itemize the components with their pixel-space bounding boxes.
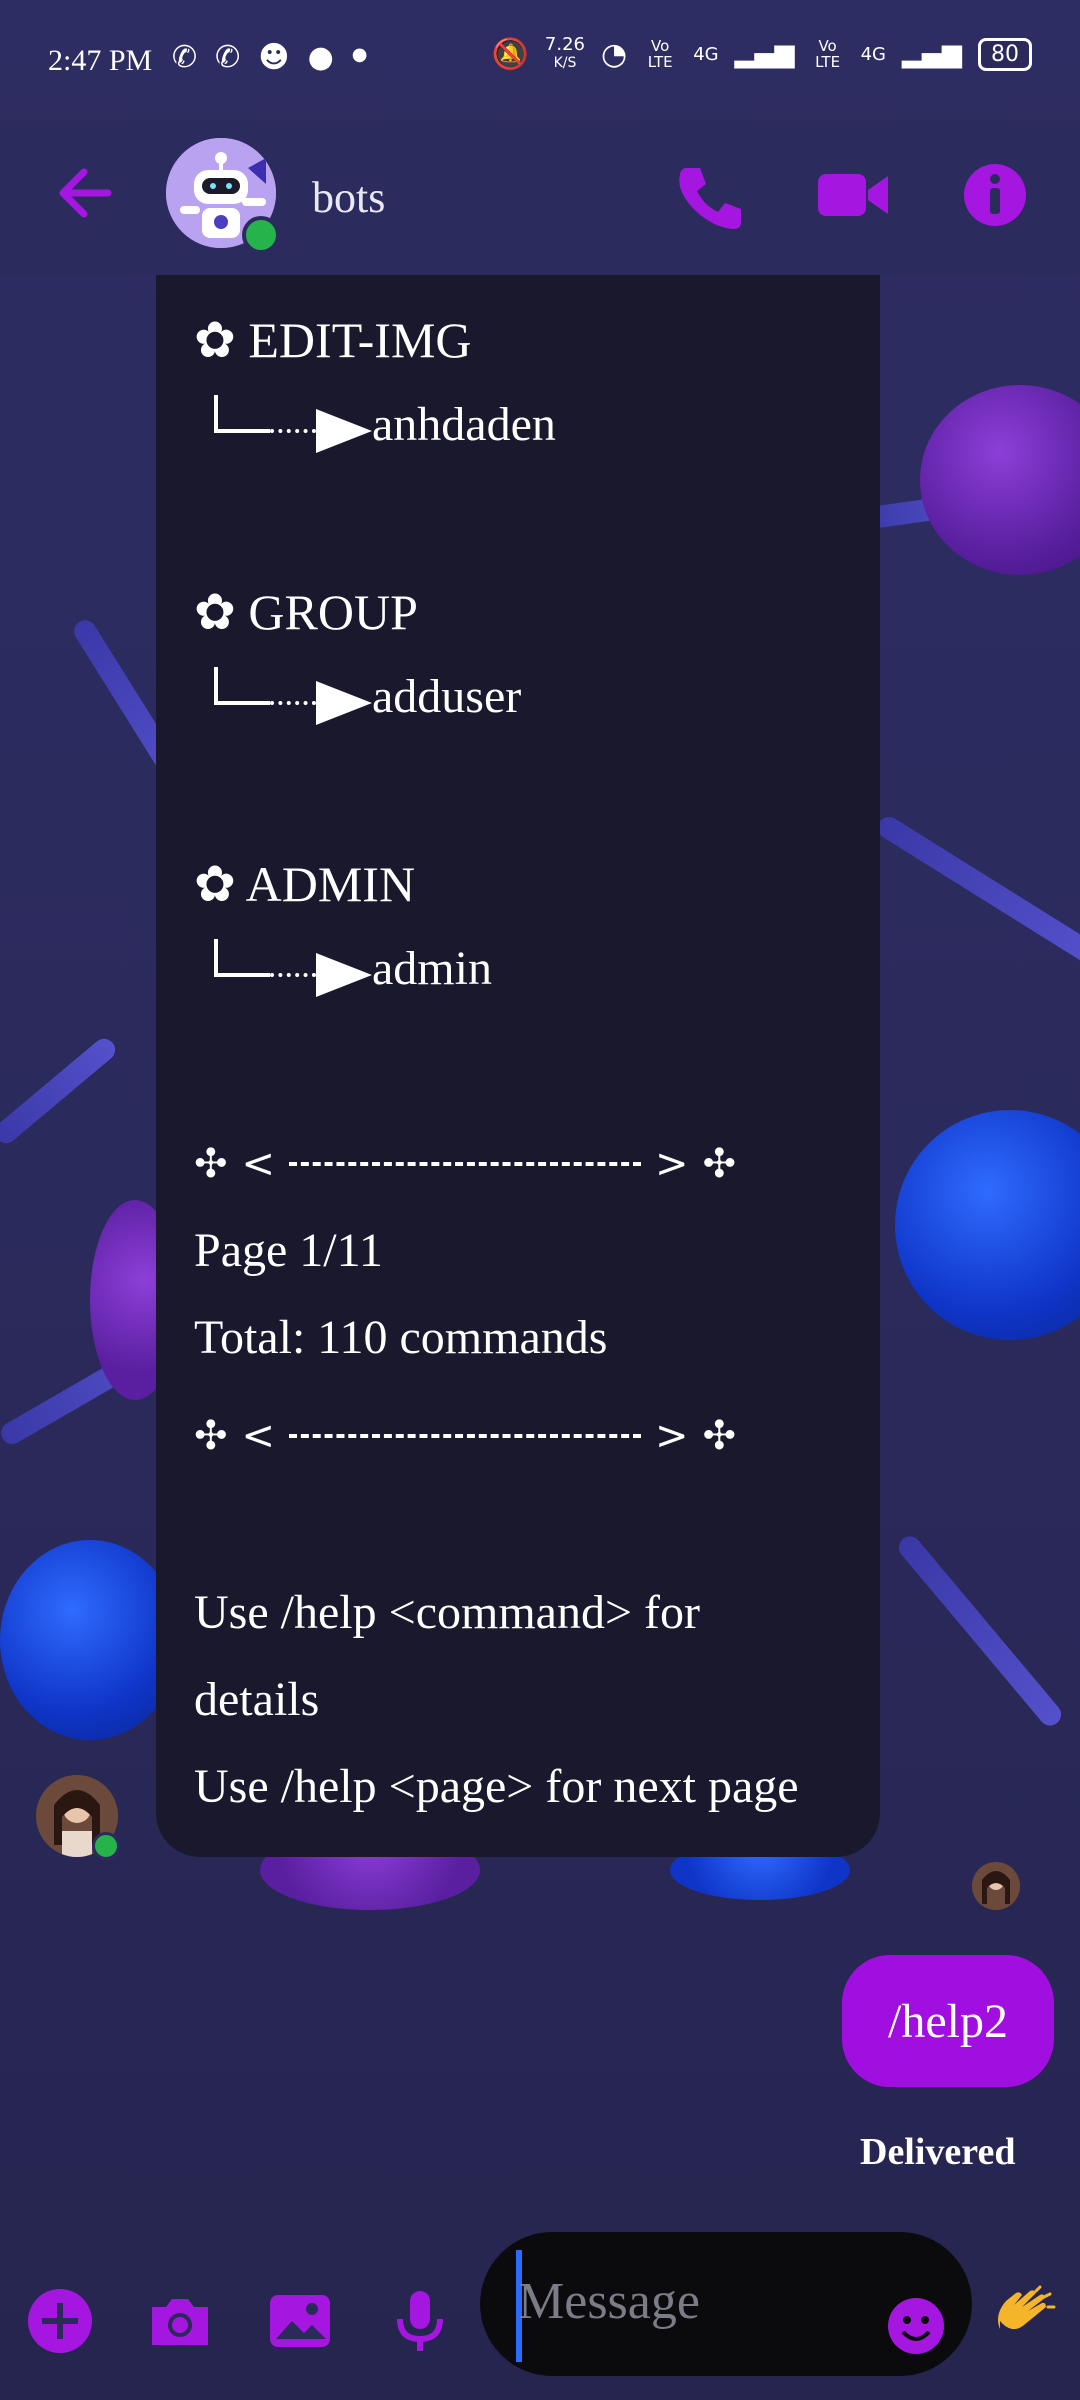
video-call-icon[interactable] <box>814 160 888 230</box>
sim2-network: 4G <box>860 43 886 65</box>
command-name: admin <box>372 941 492 995</box>
cross-ornament-icon: ✣ <box>194 1141 228 1187</box>
cross-ornament-icon: ✣ <box>702 1413 737 1459</box>
help-instruction: Use /help <command> for <box>194 1586 701 1639</box>
arrow-head-icon <box>316 409 372 453</box>
discord-icon: ☻ <box>258 40 290 75</box>
wallpaper-candy <box>0 1540 180 1740</box>
help-instruction: details <box>194 1673 320 1726</box>
network-speed: 7.26 K/S <box>545 36 585 72</box>
right-angle-icon: > <box>655 1141 689 1187</box>
dotted-line-icon <box>270 973 316 977</box>
command-line: adduser <box>194 667 521 725</box>
chat-icon: ● <box>307 40 334 75</box>
whatsapp-icon: ✆ <box>172 40 198 75</box>
total-commands: Total: 110 commands <box>194 1311 608 1364</box>
sim1-network: 4G <box>693 43 719 65</box>
seen-avatar <box>972 1862 1020 1910</box>
left-angle-icon: < <box>241 1141 276 1187</box>
arrow-head-icon <box>316 953 372 997</box>
info-icon[interactable] <box>960 160 1030 230</box>
whatsapp-icon: ✆ <box>215 40 241 75</box>
battery-indicator: 80 <box>978 37 1032 71</box>
dashed-line <box>289 1162 642 1166</box>
emoji-icon[interactable] <box>886 2296 946 2356</box>
section-title: ✿ ADMIN <box>194 856 416 912</box>
status-bar: 2:47 PM ✆ ✆ ☻ ● ● 🔕 7.26 K/S ◔ Vo LTE 4G… <box>0 0 1080 120</box>
wifi-icon: ◔ <box>601 36 628 72</box>
microphone-icon[interactable] <box>384 2285 456 2357</box>
dotted-line-icon <box>270 701 316 705</box>
branch-connector-icon <box>214 395 270 433</box>
command-name: adduser <box>372 669 522 723</box>
more-dot-icon: ● <box>351 44 368 65</box>
system-status: 🔕 7.26 K/S ◔ Vo LTE 4G ▂▄▆ Vo LTE 4G ▂▄▆… <box>492 36 1032 72</box>
clapping-hands-icon[interactable] <box>986 2285 1058 2372</box>
cross-ornament-icon: ✣ <box>702 1141 737 1187</box>
help-instruction: Use /help <page> for next page <box>194 1760 799 1813</box>
branch-connector-icon <box>214 667 270 705</box>
message-placeholder: Message <box>518 2273 700 2330</box>
camera-icon[interactable] <box>144 2285 216 2357</box>
message-input[interactable]: Message <box>480 2232 972 2376</box>
delivery-status: Delivered <box>860 2131 1016 2173</box>
sim1-volte: Vo LTE <box>647 37 673 71</box>
back-arrow-icon[interactable] <box>50 158 120 228</box>
online-status-dot <box>92 1832 120 1860</box>
gallery-icon[interactable] <box>264 2285 336 2357</box>
right-angle-icon: > <box>655 1413 689 1459</box>
command-name: anhdaden <box>372 397 556 451</box>
status-time: 2:47 PM <box>48 44 153 77</box>
signal-icon: ▂▄▆ <box>902 39 962 69</box>
branch-connector-icon <box>214 939 270 977</box>
left-angle-icon: < <box>241 1413 276 1459</box>
arrow-head-icon <box>316 681 372 725</box>
sim2-volte: Vo LTE <box>815 37 841 71</box>
plus-icon[interactable] <box>24 2285 96 2357</box>
received-message-bubble[interactable]: ✿ EDIT-IMG anhdaden ✿ GROUP adduser ✿ AD… <box>156 275 880 1857</box>
page-indicator: Page 1/11 <box>194 1224 383 1277</box>
cross-ornament-icon: ✣ <box>194 1413 228 1459</box>
notification-icons: ✆ ✆ ☻ ● ● <box>172 40 367 75</box>
separator: ✣ < > ✣ <box>194 1141 736 1187</box>
chat-header: bots <box>0 120 1080 275</box>
phone-call-icon[interactable] <box>672 160 742 230</box>
command-line: admin <box>194 939 492 997</box>
command-line: anhdaden <box>194 395 556 453</box>
wallpaper-candy <box>920 385 1080 575</box>
network-speed-unit: K/S <box>553 55 577 71</box>
robot-icon <box>166 138 276 248</box>
avatar[interactable] <box>166 138 276 248</box>
wallpaper-candy <box>895 1110 1080 1340</box>
dashed-line <box>289 1434 642 1438</box>
sent-message-bubble[interactable]: /help2 <box>842 1955 1054 2087</box>
separator: ✣ < > ✣ <box>194 1413 736 1459</box>
text-cursor <box>516 2250 522 2362</box>
bell-off-icon: 🔕 <box>491 36 529 72</box>
dotted-line-icon <box>270 429 316 433</box>
online-status-dot <box>242 216 280 254</box>
section-title: ✿ GROUP <box>194 584 418 640</box>
chat-title[interactable]: bots <box>312 173 386 222</box>
signal-icon: ▂▄▆ <box>734 39 795 69</box>
network-speed-value: 7.26 <box>544 34 585 55</box>
section-title: ✿ EDIT-IMG <box>194 312 472 368</box>
